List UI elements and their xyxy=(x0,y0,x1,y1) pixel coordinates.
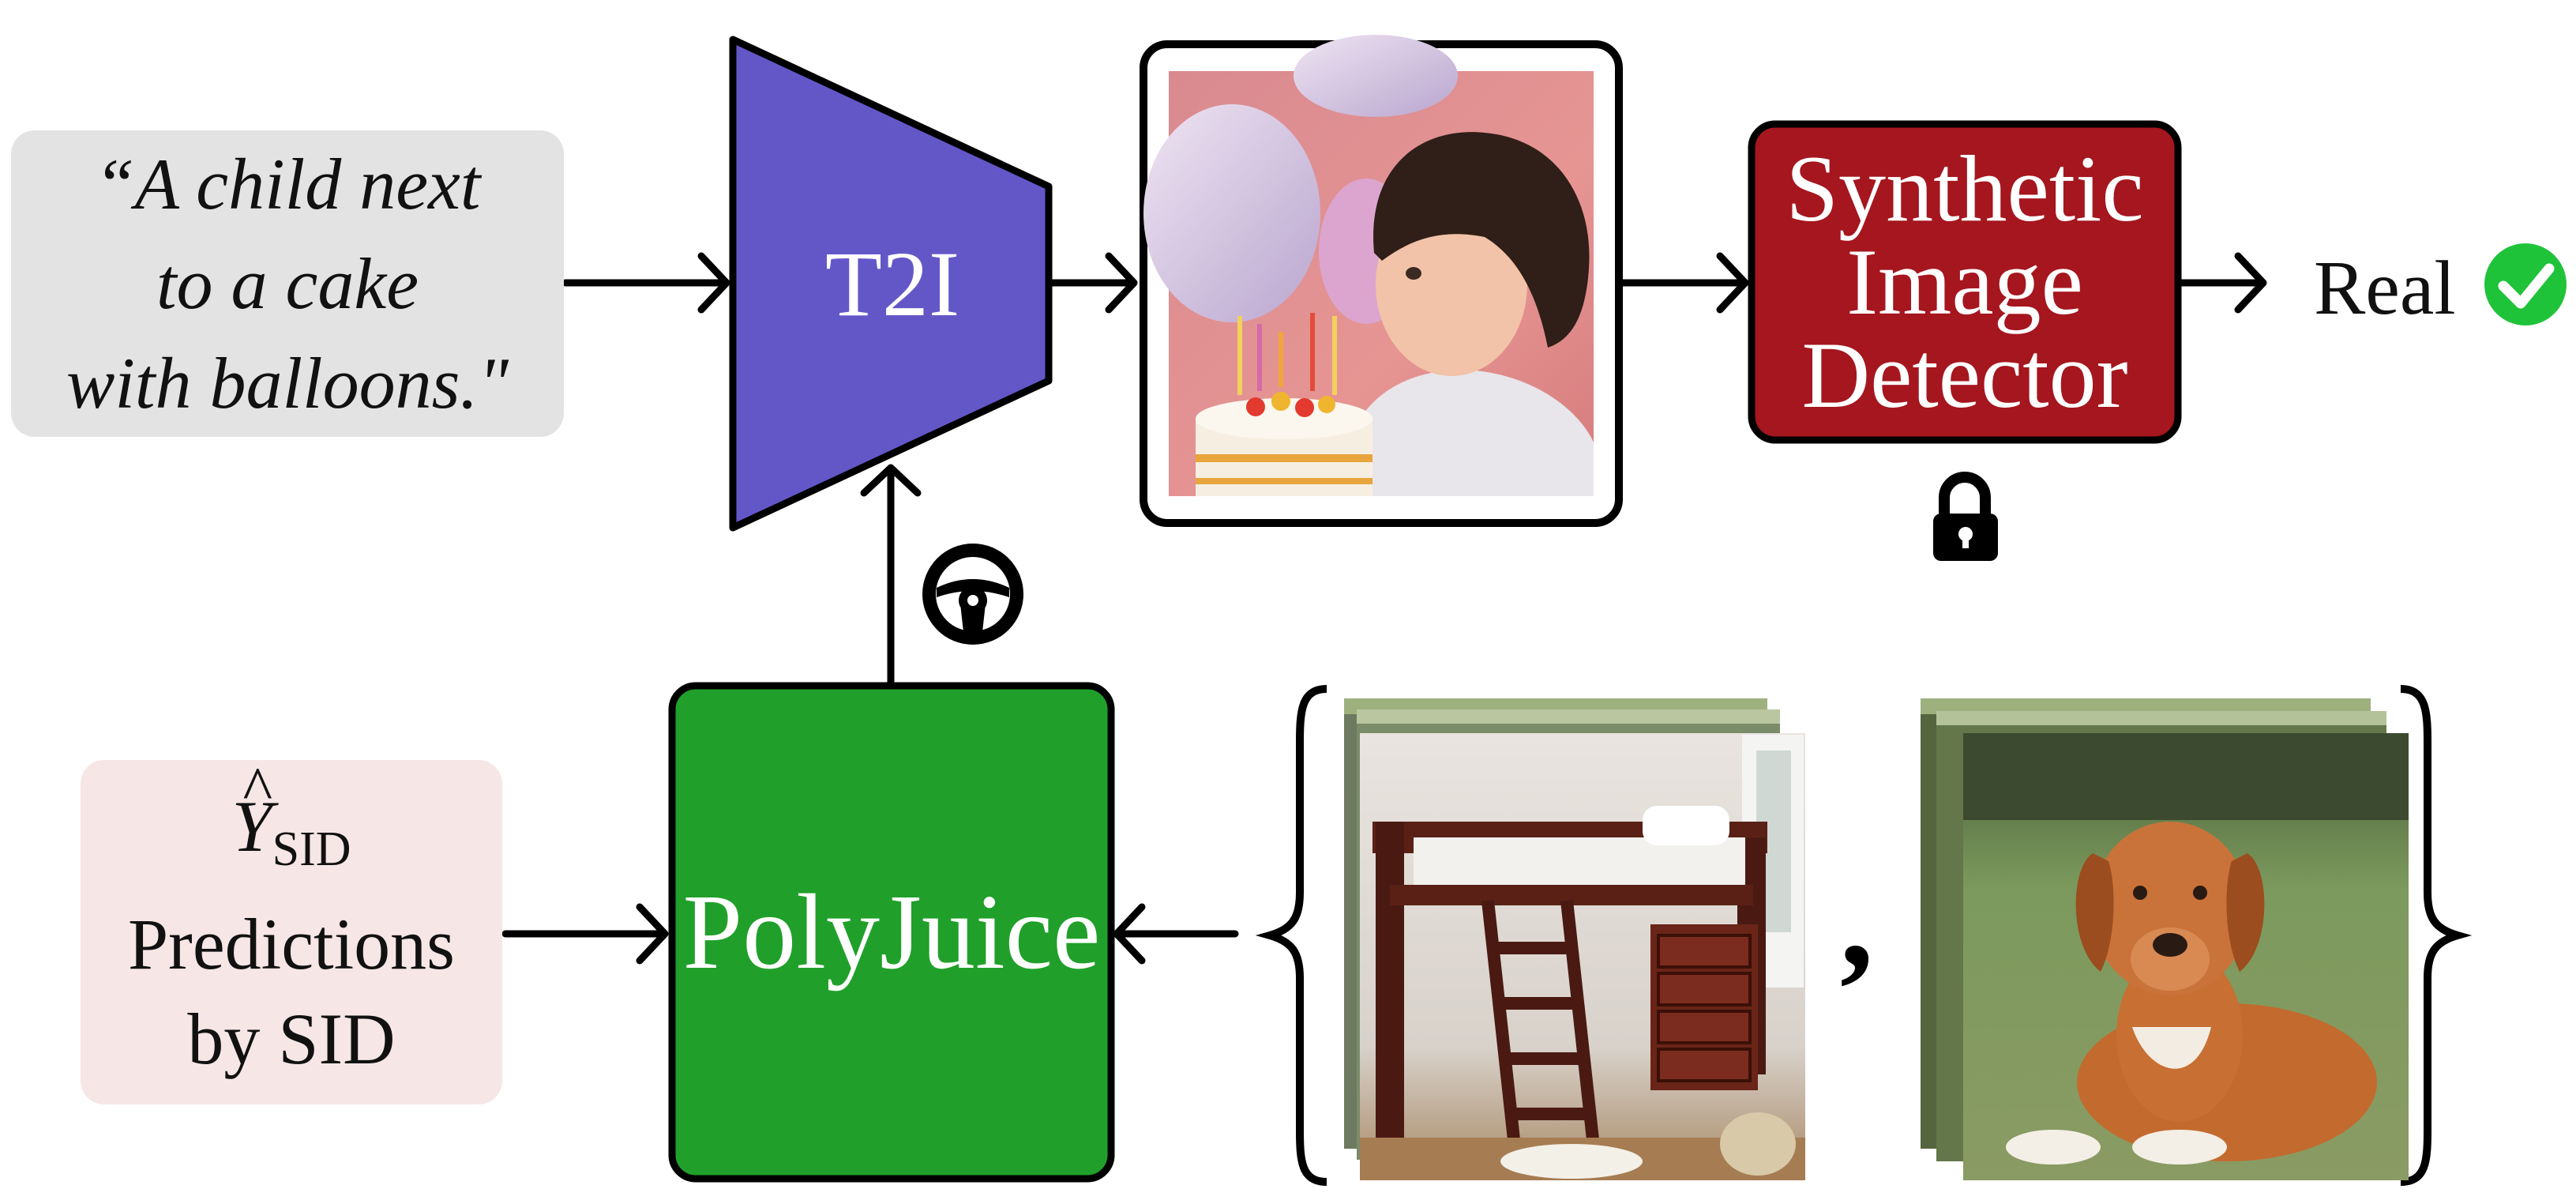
predictions-line: Predictions xyxy=(128,903,455,984)
arrowhead-predictions-to-polyjuice xyxy=(636,903,669,965)
left-brace xyxy=(1255,685,1327,1186)
bedroom-image-stack xyxy=(1344,698,1805,1180)
t2i-block xyxy=(729,36,1053,532)
steering-wheel-icon xyxy=(922,544,1023,645)
bedroom-image xyxy=(1360,733,1805,1180)
lock-icon xyxy=(1933,472,1998,561)
dog-image xyxy=(1963,733,2409,1180)
balloon xyxy=(1143,104,1320,322)
t2i-label: T2I xyxy=(824,232,960,336)
prompt-line: to a cake xyxy=(156,243,419,324)
arrowhead-prompt-to-t2i xyxy=(697,252,730,314)
generated-image xyxy=(1143,35,1594,496)
right-brace xyxy=(2400,685,2473,1186)
image-set: , xyxy=(1255,685,2473,1186)
generated-image-frame xyxy=(1140,35,1623,527)
polyjuice-block xyxy=(668,682,1115,1183)
predictions-symbol: ^YSID xyxy=(231,755,351,897)
dog-image-stack xyxy=(1921,698,2409,1180)
arrowhead-image-to-detector xyxy=(1716,252,1749,314)
arrowhead-images-to-polyjuice xyxy=(1113,903,1146,965)
balloon xyxy=(1294,35,1458,117)
prompt-line: with balloons." xyxy=(66,343,509,423)
arrowhead-polyjuice-to-t2i xyxy=(860,464,922,497)
predictions-box: ^YSID Predictions by SID xyxy=(81,755,502,1104)
prompt-box: “A child next to a cake with balloons." xyxy=(11,130,564,437)
output-label: Real xyxy=(2314,246,2456,331)
prompt-line: “A child next xyxy=(94,144,481,224)
child-shirt xyxy=(1335,370,1594,496)
detector-label: Synthetic Image Detector xyxy=(1752,124,2178,440)
predictions-subscript: SID xyxy=(272,822,351,876)
detector-label-line: Image xyxy=(1846,229,2083,334)
detector-label-line: Synthetic xyxy=(1786,136,2144,241)
arrowhead-t2i-to-image xyxy=(1105,252,1138,314)
hat-accent: ^ xyxy=(242,754,272,825)
check-circle-icon xyxy=(2484,243,2567,325)
set-separator: , xyxy=(1840,846,1874,995)
polyjuice-label: PolyJuice xyxy=(682,873,1101,991)
child-hair xyxy=(1373,132,1590,348)
arrows xyxy=(501,252,2267,965)
y-symbol: Y xyxy=(231,785,272,867)
arrowhead-detector-to-output xyxy=(2234,252,2267,314)
detector-label-line: Detector xyxy=(1801,322,2128,427)
detector-block xyxy=(1748,120,2182,444)
predictions-line: by SID xyxy=(187,998,396,1079)
